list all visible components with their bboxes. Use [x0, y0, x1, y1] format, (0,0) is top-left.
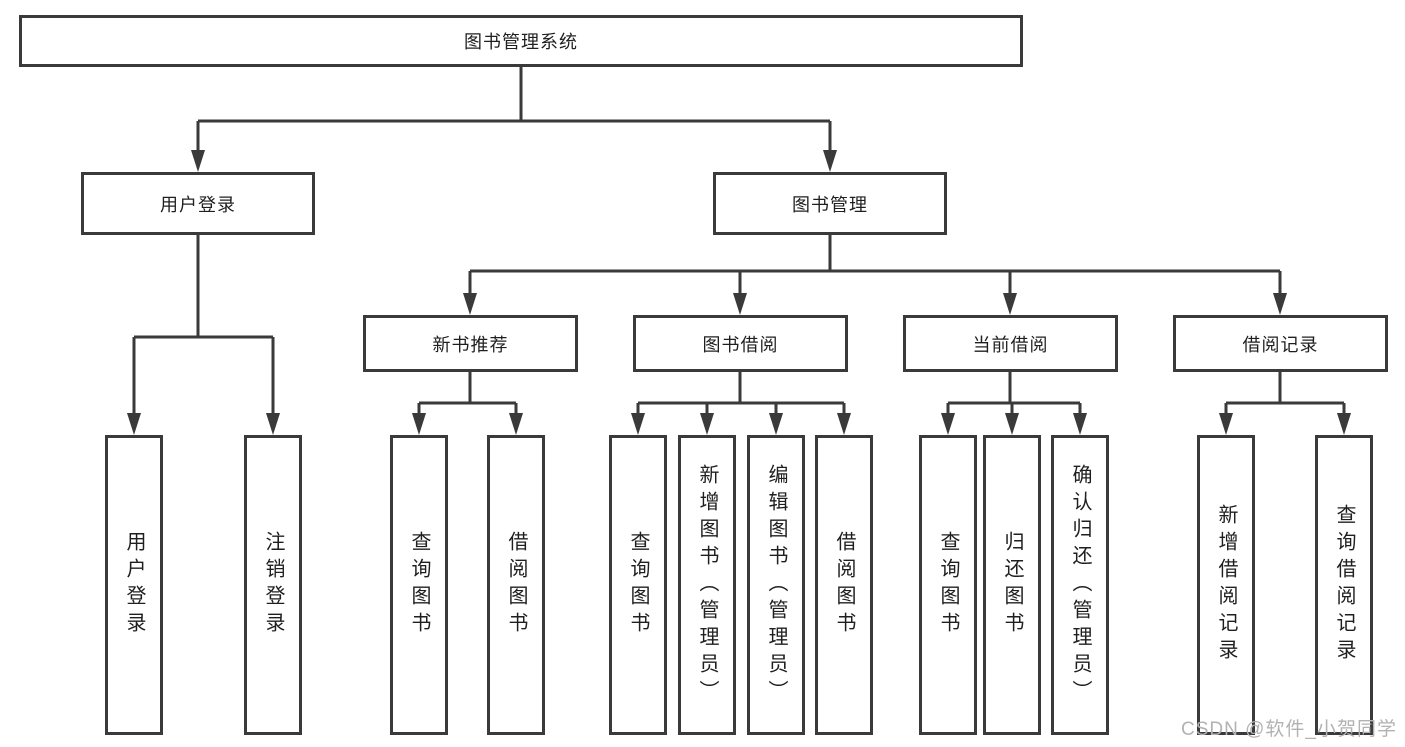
leaf-borrow-borrow-books: 借阅图书 — [815, 435, 873, 735]
connector-user-login-bus — [127, 235, 280, 435]
leaf-current-return-books: 归还图书 — [983, 435, 1041, 735]
node-borrowing-records: 借阅记录 — [1173, 315, 1388, 372]
leaf-user-login: 用户登录 — [105, 435, 163, 735]
leaf-current-confirm-return-admin: 确认归还（管理员） — [1051, 435, 1109, 735]
leaf-borrow-add-books-admin: 新增图书（管理员） — [678, 435, 736, 735]
connector-root-bus — [191, 67, 837, 172]
node-book-management: 图书管理 — [713, 172, 947, 235]
leaf-logout: 注销登录 — [244, 435, 302, 735]
leaf-records-query-record: 查询借阅记录 — [1315, 435, 1373, 735]
node-user-login: 用户登录 — [81, 172, 315, 235]
leaf-records-add-record: 新增借阅记录 — [1197, 435, 1255, 735]
node-library-system: 图书管理系统 — [19, 15, 1023, 67]
leaf-borrow-query-books: 查询图书 — [609, 435, 667, 735]
node-new-book-recommendation: 新书推荐 — [363, 315, 578, 372]
leaf-borrow-edit-books-admin: 编辑图书（管理员） — [747, 435, 805, 735]
watermark: CSDN @软件_小贺同学 — [1181, 719, 1397, 740]
connector-borrowing-records-bus — [1219, 372, 1351, 435]
node-book-borrowing: 图书借阅 — [633, 315, 848, 372]
connector-book-borrowing-bus — [631, 372, 851, 435]
connector-book-management-bus — [463, 235, 1287, 315]
leaf-newbooks-query-books: 查询图书 — [390, 435, 448, 735]
connector-current-borrowing-bus — [941, 372, 1087, 435]
leaf-current-query-books: 查询图书 — [919, 435, 977, 735]
node-current-borrowing: 当前借阅 — [903, 315, 1118, 372]
connector-new-book-bus — [412, 372, 523, 435]
leaf-newbooks-borrow-books: 借阅图书 — [487, 435, 545, 735]
